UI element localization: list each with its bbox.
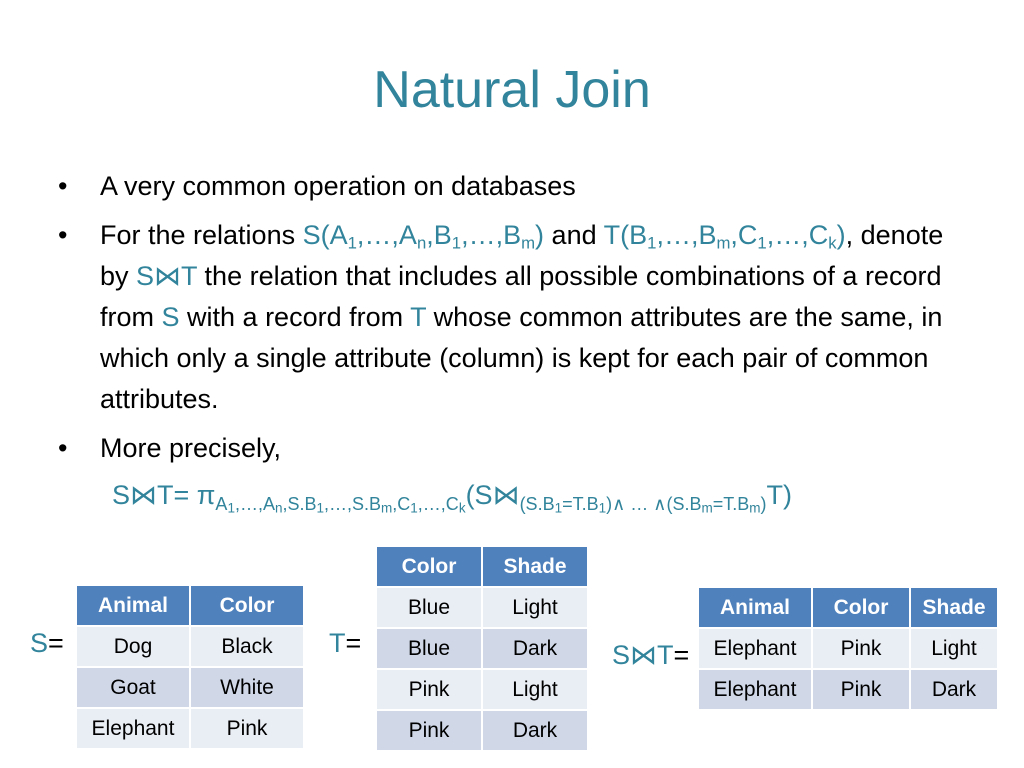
- table-join-label: S⋈T=: [612, 640, 690, 670]
- table-row: Pink Dark: [375, 709, 589, 752]
- bullet-text: A very common operation on databases: [100, 171, 576, 201]
- bullet-item: • A very common operation on databases: [58, 166, 978, 207]
- relation-s-table: Animal Color Dog Black Goat White Elepha…: [75, 584, 305, 750]
- column-header: Color: [189, 584, 305, 627]
- table-cell: Blue: [375, 586, 483, 629]
- table-row: Blue Light: [375, 586, 589, 629]
- table-s-label: S=: [30, 628, 64, 658]
- column-header: Animal: [697, 586, 813, 629]
- column-header: Shade: [481, 545, 589, 588]
- bullet-dot-icon: •: [58, 171, 68, 201]
- relation-t-schema: T(B1,…,Bm,C1,…,Ck): [603, 220, 846, 253]
- table-row: Goat White: [75, 666, 305, 709]
- column-header: Color: [811, 586, 911, 629]
- table-cell: Black: [189, 625, 305, 668]
- table-cell: Pink: [811, 668, 911, 711]
- table-t-label: T=: [329, 628, 362, 658]
- column-header: Shade: [909, 586, 999, 629]
- table-cell: Pink: [811, 627, 911, 670]
- table-cell: Blue: [375, 627, 483, 670]
- join-result-table: Animal Color Shade Elephant Pink Light E…: [697, 586, 999, 711]
- table-cell: Elephant: [75, 707, 191, 750]
- table-cell: White: [189, 666, 305, 709]
- table-cell: Pink: [375, 709, 483, 752]
- table-cell: Elephant: [697, 627, 813, 670]
- table-row: Pink Light: [375, 668, 589, 711]
- table-cell: Goat: [75, 666, 191, 709]
- column-header: Animal: [75, 584, 191, 627]
- join-formula: S⋈T= πA1,…,An,S.B1,…,S.Bm,C1,…,Ck(S⋈(S.B…: [112, 480, 793, 516]
- table-row: Dog Black: [75, 625, 305, 668]
- table-cell: Dog: [75, 625, 191, 668]
- bullet-dot-icon: •: [58, 433, 68, 463]
- table-cell: Pink: [189, 707, 305, 750]
- table-row: Elephant Pink: [75, 707, 305, 750]
- table-cell: Light: [481, 586, 589, 629]
- slide-title: Natural Join: [373, 61, 651, 119]
- table-cell: Dark: [481, 627, 589, 670]
- bullet-item: • For the relations S(A1,…,An,B1,…,Bm) a…: [58, 215, 978, 420]
- table-cell: Light: [909, 627, 999, 670]
- table-row: Blue Dark: [375, 627, 589, 670]
- relation-t-table: Color Shade Blue Light Blue Dark Pink Li…: [375, 545, 589, 752]
- bullet-text: For the relations: [100, 220, 303, 250]
- table-row: Elephant Pink Dark: [697, 668, 999, 711]
- join-symbol: S⋈T: [136, 261, 198, 291]
- column-header: Color: [375, 545, 483, 588]
- table-cell: Light: [481, 668, 589, 711]
- table-cell: Dark: [481, 709, 589, 752]
- table-row: Elephant Pink Light: [697, 627, 999, 670]
- relation-s-schema: S(A1,…,An,B1,…,Bm): [302, 220, 545, 253]
- bullet-dot-icon: •: [58, 220, 68, 250]
- table-cell: Dark: [909, 668, 999, 711]
- bullet-item: • More precisely,: [58, 428, 978, 469]
- bullet-text: More precisely,: [100, 433, 282, 463]
- bullet-list: • A very common operation on databases •…: [58, 166, 978, 477]
- table-cell: Pink: [375, 668, 483, 711]
- table-cell: Elephant: [697, 668, 813, 711]
